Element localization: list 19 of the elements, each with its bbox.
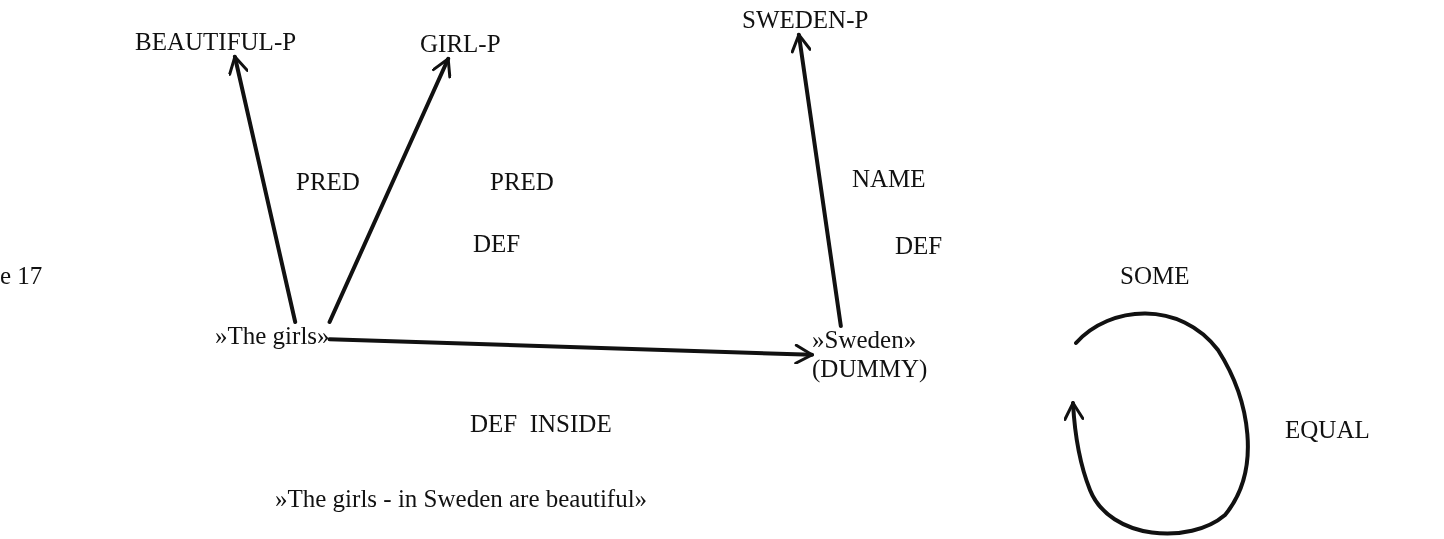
arrow [327, 337, 814, 365]
arrow [790, 32, 843, 328]
label-text: DEF [895, 232, 943, 261]
arrow [327, 56, 452, 324]
edge-label: PRED [296, 168, 360, 197]
caption-text: »The girls - in Sweden are beautiful» [275, 485, 648, 514]
arrow [228, 54, 298, 324]
node-text: GIRL-P [420, 30, 501, 59]
node-text: »The girls» [215, 322, 330, 351]
label-text: SOME [1120, 262, 1190, 291]
edge-label: DEF INSIDE [470, 410, 612, 439]
node-text: SWEDEN-P [742, 6, 869, 35]
edge-label: NAME [852, 165, 926, 194]
edge-label: PRED [490, 168, 554, 197]
label-text: EQUAL [1285, 416, 1370, 445]
node-text: »Sweden» (DUMMY) [812, 326, 928, 384]
label-text: DEF [473, 230, 521, 259]
label-text: e 17 [0, 262, 43, 291]
node-text: BEAUTIFUL-P [135, 28, 297, 57]
